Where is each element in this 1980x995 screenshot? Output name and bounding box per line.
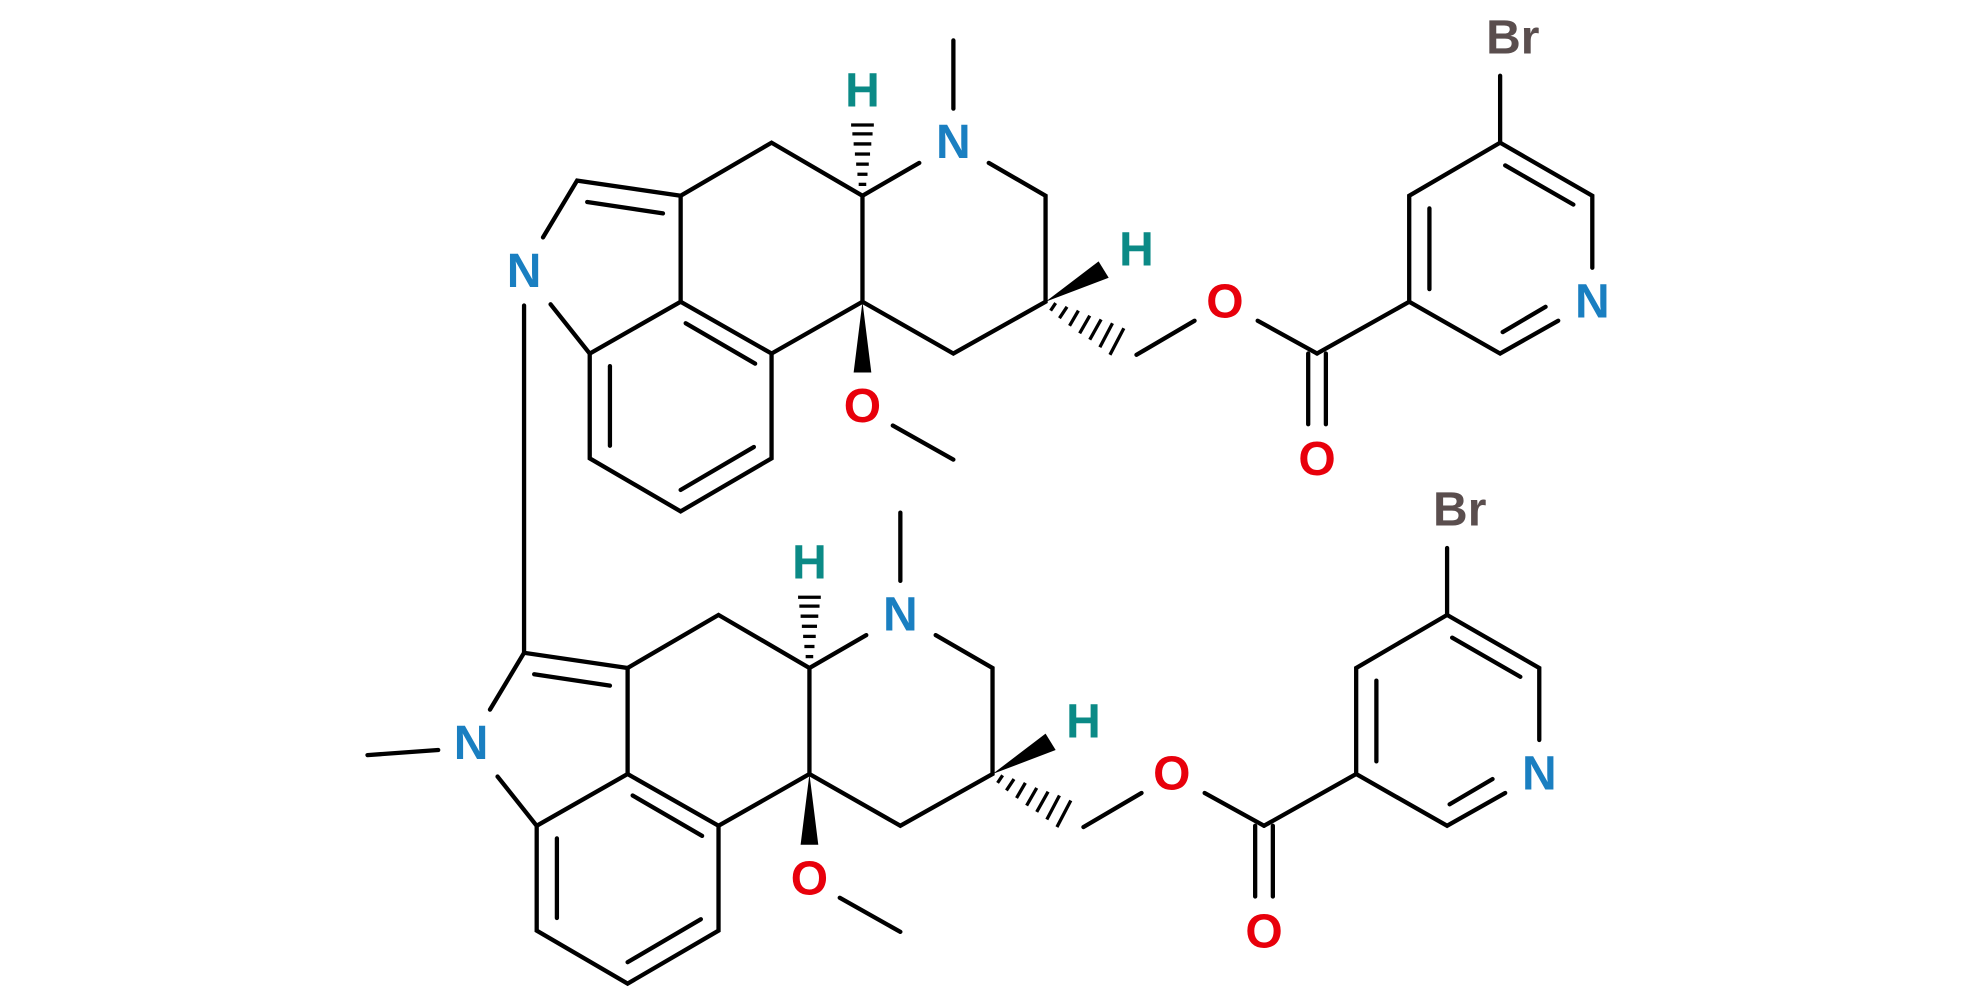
atom-methoxy-o: O — [844, 380, 881, 433]
atom-pyridine-n: N — [1522, 748, 1557, 801]
atom-indole-n: N — [507, 245, 542, 298]
atom-amine-n: N — [936, 116, 971, 169]
atom-bromine: Br — [1433, 484, 1486, 537]
atom-bromine: Br — [1486, 11, 1539, 64]
bottom-ergoline-unit: N N H H O O O N Br — [365, 474, 1567, 984]
atom-indole-n: N — [454, 717, 489, 770]
atom-h-stereo: H — [1066, 696, 1101, 749]
atom-h-junction: H — [792, 537, 827, 590]
atom-h-stereo: H — [1119, 224, 1154, 277]
n-methyl-bond — [365, 747, 441, 758]
atom-methoxy-o: O — [791, 852, 828, 905]
top-ergoline-unit: N N H H O O O N Br — [497, 1, 1620, 511]
atom-ester-o: O — [1206, 275, 1243, 328]
atom-pyridine-n: N — [1575, 275, 1610, 328]
atom-carbonyl-o: O — [1245, 905, 1282, 958]
atom-carbonyl-o: O — [1298, 433, 1335, 486]
atom-ester-o: O — [1153, 748, 1190, 801]
atom-amine-n: N — [883, 588, 918, 641]
atom-h-junction: H — [845, 64, 880, 117]
